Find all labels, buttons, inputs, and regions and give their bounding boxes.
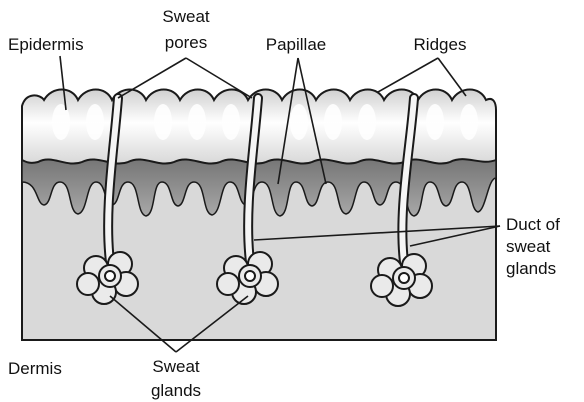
label-papillae: Papillae: [266, 35, 327, 54]
label-dermis: Dermis: [8, 359, 62, 378]
label-epidermis: Epidermis: [8, 35, 84, 54]
label-sweat-glands-line2: glands: [151, 381, 201, 400]
label-sweat-pores-line2: pores: [165, 33, 208, 52]
label-sweat-glands-line1: Sweat: [152, 357, 200, 376]
label-duct-line3: glands: [506, 259, 556, 278]
label-sweat-pores-line1: Sweat: [162, 7, 210, 26]
label-duct-line1: Duct of: [506, 215, 560, 234]
label-duct-line2: sweat: [506, 237, 551, 256]
label-ridges: Ridges: [414, 35, 467, 54]
leader-ridges-1: [378, 58, 438, 92]
